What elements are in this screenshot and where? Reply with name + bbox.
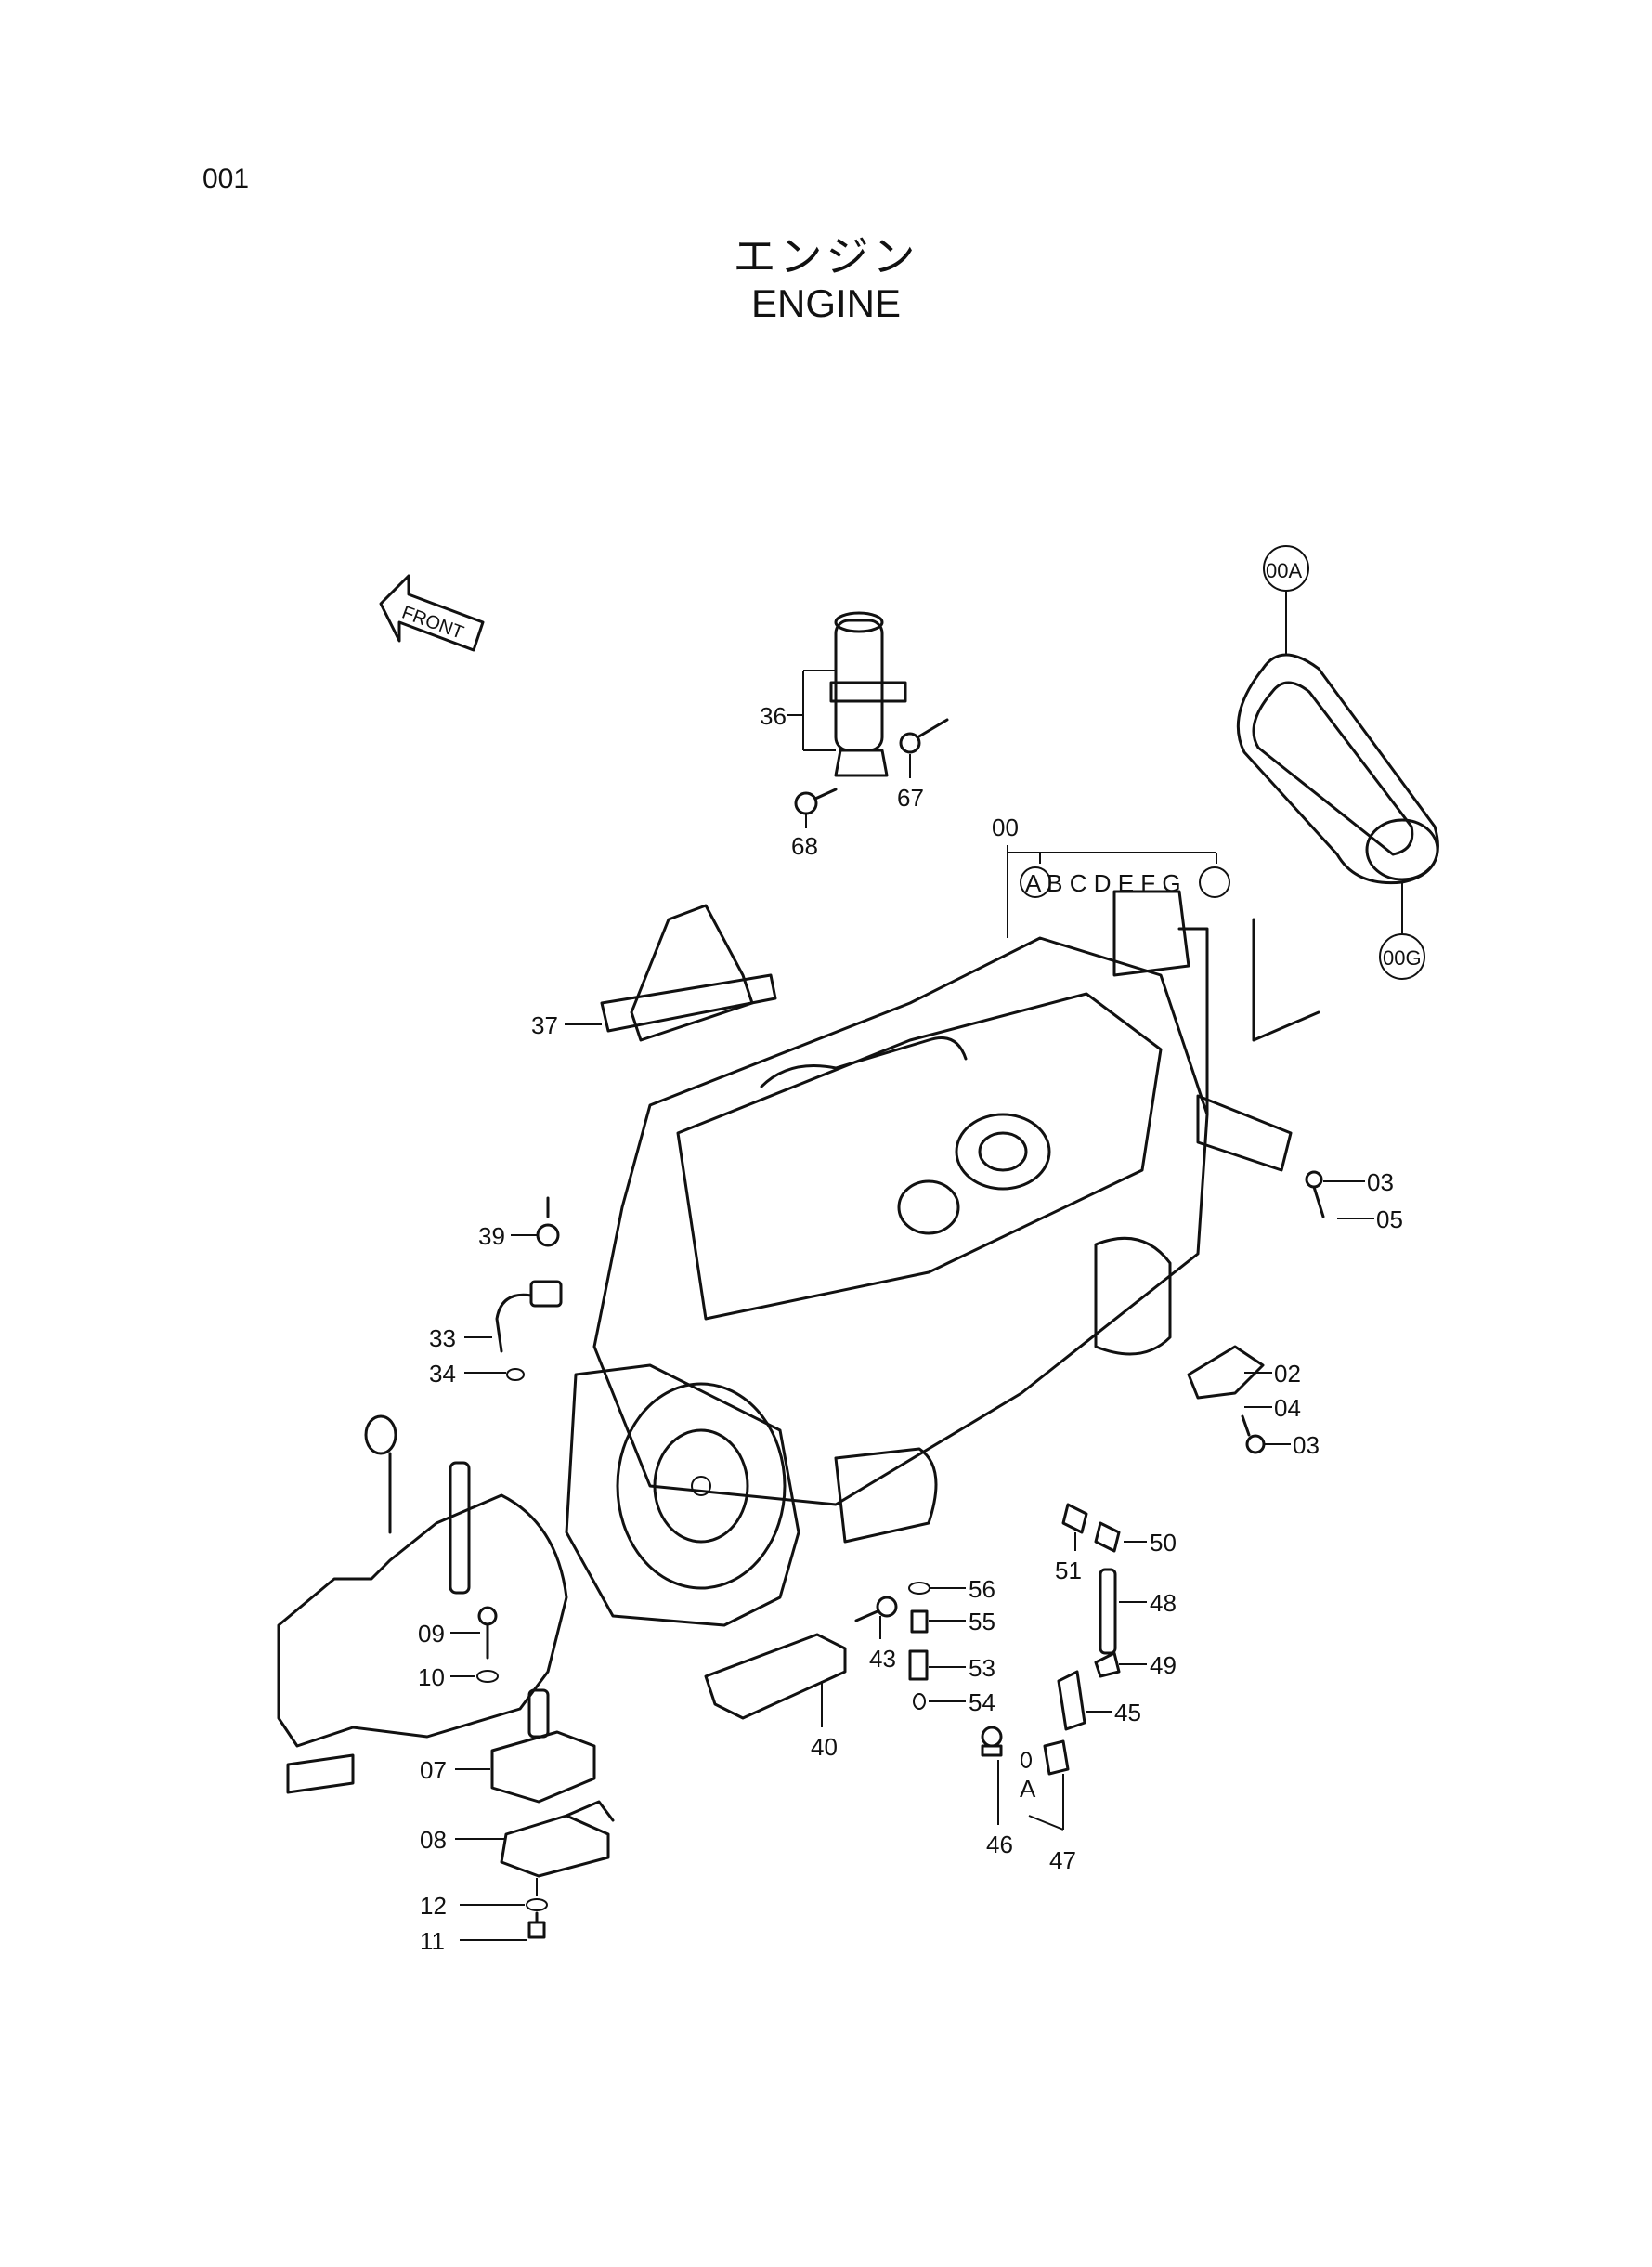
flywheel-housing-part <box>565 1363 800 1627</box>
bolt-icon <box>477 1606 498 1660</box>
callout-40: 40 <box>811 1733 838 1761</box>
callout-03-top: 03 <box>1367 1168 1394 1196</box>
callout-56: 56 <box>969 1575 995 1603</box>
callout-37: 37 <box>531 1011 558 1039</box>
callout-07: 07 <box>420 1756 447 1784</box>
callout-00G: 00G <box>1383 946 1422 970</box>
callout-12: 12 <box>420 1892 447 1920</box>
undercover-part <box>704 1633 847 1720</box>
callout-00A: 00A <box>1266 559 1302 582</box>
bolt-icon <box>1305 1170 1325 1218</box>
callout-55: 55 <box>969 1608 995 1635</box>
fuel-filter-part <box>829 611 907 777</box>
callout-50: 50 <box>1150 1529 1177 1557</box>
bolt-icon <box>1241 1414 1266 1454</box>
fan-belt-part <box>1236 653 1439 885</box>
callout-03-bottom: 03 <box>1293 1431 1320 1459</box>
callout-11: 11 <box>420 1927 445 1955</box>
bolt-icon <box>527 1911 546 1939</box>
engine-mount-part <box>1187 1345 1265 1400</box>
nipple-fitting-part <box>1094 1651 1121 1678</box>
callout-43: 43 <box>869 1645 896 1673</box>
connector-part <box>908 1649 929 1681</box>
bolt-icon <box>899 718 949 754</box>
page-number: 001 <box>202 163 250 194</box>
callout-04: 04 <box>1274 1394 1301 1422</box>
engine-block-part <box>592 890 1320 1506</box>
starter-motor-part <box>834 1447 938 1544</box>
tee-fitting-part <box>1057 1670 1086 1731</box>
callout-53: 53 <box>969 1654 995 1682</box>
callout-45: 45 <box>1114 1699 1141 1726</box>
callout-46: 46 <box>986 1831 1013 1858</box>
front-label: FRONT <box>399 603 466 644</box>
bolt-icon <box>854 1596 898 1622</box>
rubber-mount-part <box>490 1688 596 1804</box>
callout-10: 10 <box>418 1663 445 1691</box>
callout-51: 51 <box>1055 1557 1082 1584</box>
elbow-fitting-part <box>1061 1503 1088 1534</box>
callout-36: 36 <box>760 702 787 730</box>
callout-39: 39 <box>478 1222 505 1250</box>
callout-54: 54 <box>969 1688 995 1716</box>
elbow-fitting-part <box>1043 1739 1070 1776</box>
callout-68: 68 <box>791 832 818 860</box>
callout-02: 02 <box>1274 1360 1301 1388</box>
frame-part <box>277 1414 568 1794</box>
title-japanese: エンジン <box>733 232 919 280</box>
callout-05: 05 <box>1376 1205 1403 1233</box>
plug-part <box>981 1726 1003 1757</box>
connector-part <box>910 1609 929 1634</box>
callout-33: 33 <box>429 1324 456 1352</box>
bolt-icon <box>536 1196 560 1247</box>
mount-bracket-part <box>500 1800 615 1878</box>
title-english: ENGINE <box>750 281 902 325</box>
callout-34: 34 <box>429 1360 456 1388</box>
callout-48: 48 <box>1150 1589 1177 1617</box>
callout-47: 47 <box>1049 1846 1076 1874</box>
bracket-part <box>600 904 777 1042</box>
front-arrow-icon: FRONT <box>379 574 485 652</box>
callout-00: 00 <box>992 814 1019 841</box>
callout-A: A <box>1020 1775 1036 1803</box>
bolt-icon <box>794 788 838 815</box>
callout-09: 09 <box>418 1620 445 1648</box>
callout-49: 49 <box>1150 1651 1177 1679</box>
callout-08: 08 <box>420 1826 447 1854</box>
sensor-part <box>495 1280 563 1353</box>
elbow-fitting-part <box>1094 1521 1121 1553</box>
hose-part <box>1099 1568 1117 1655</box>
callout-67: 67 <box>897 784 924 812</box>
